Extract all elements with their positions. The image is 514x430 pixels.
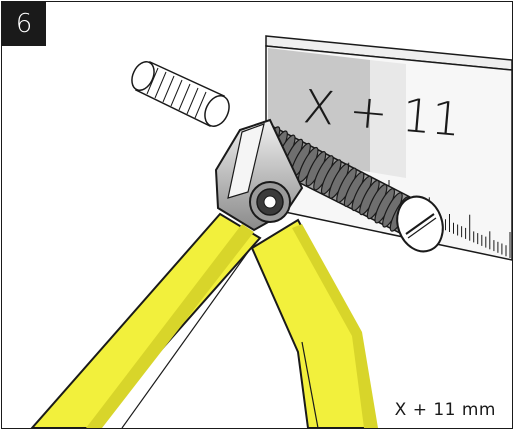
cut-cylinder-piece xyxy=(131,61,230,128)
threaded-screw xyxy=(257,120,444,253)
measurement-caption: X + 11 mm xyxy=(394,400,496,420)
step-number-badge: 6 xyxy=(2,2,46,46)
pliers-head xyxy=(214,118,304,232)
pliers-handles xyxy=(30,212,378,428)
